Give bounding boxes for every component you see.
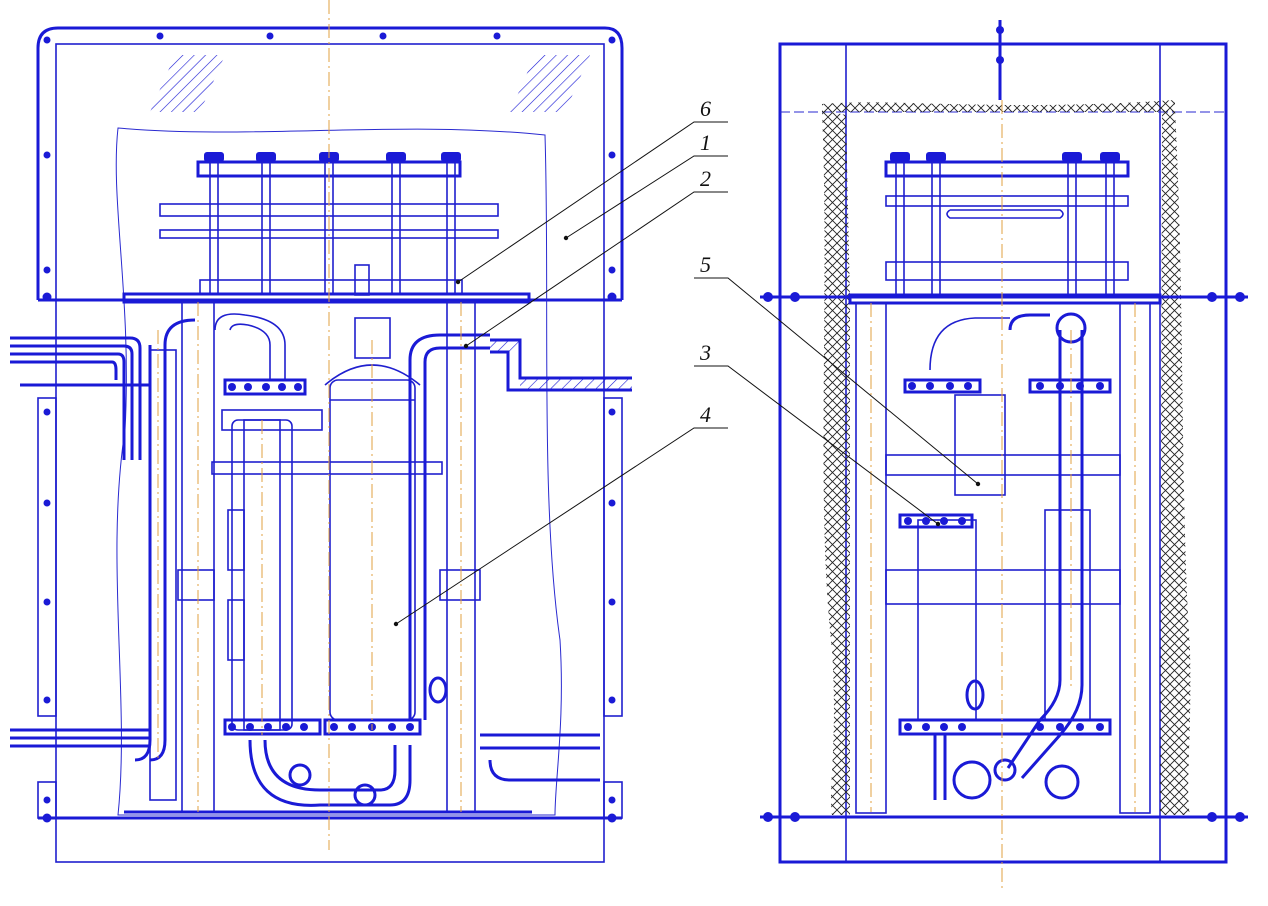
hatched-vent-left [150,55,225,112]
frame-bolts-left [42,36,52,823]
callout-5: 5 [694,252,981,487]
callout-3: 3 [694,340,941,527]
clamp-rods [209,160,456,295]
mounting-deck [122,292,531,304]
callout-label-6: 6 [700,96,711,121]
callout-label-2: 2 [700,166,711,191]
hatched-vent-right [510,55,590,112]
callout-2: 2 [463,166,728,349]
bottom-u-bend [248,739,412,807]
flange-upper-left [223,378,307,396]
side-view [760,20,1248,890]
insulation-right [1160,110,1191,815]
callout-label-4: 4 [700,402,711,427]
cross-pipe [211,461,443,475]
callout-label-5: 5 [700,252,711,277]
callout-label-1: 1 [700,130,711,155]
callout-4: 4 [393,402,728,627]
callout-label-3: 3 [699,340,711,365]
side-outer-housing [778,42,1228,864]
flange-lower-left [223,718,322,736]
side-riser-pipe [1006,330,1062,769]
insulation-left [822,110,850,815]
front-frame-top [36,26,624,300]
callout-6: 6 [455,96,728,285]
front-view [10,0,632,863]
pipe-bundle-left [10,336,150,748]
riser-pipe [149,318,196,762]
insulation-top [822,100,1175,112]
return-pipe [408,333,490,720]
callout-1: 1 [563,130,728,241]
base-plate-6 [199,279,463,295]
frame-bolts-top [156,32,501,40]
frame-bolts-right [607,36,617,823]
front-cutaway-boundary [115,127,562,816]
